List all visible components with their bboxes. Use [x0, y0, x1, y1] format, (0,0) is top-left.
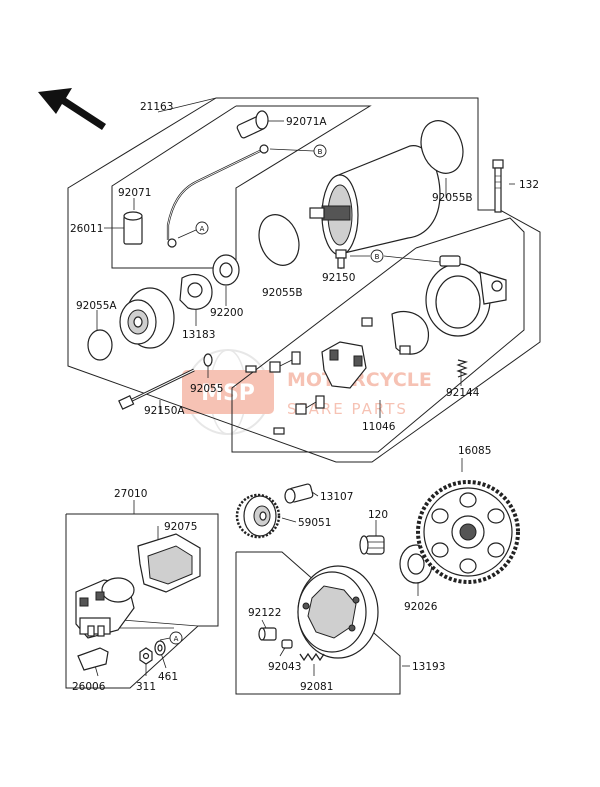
label-92055: 92055	[190, 383, 223, 395]
label-92043: 92043	[268, 661, 301, 673]
label-92081: 92081	[300, 681, 333, 693]
watermark-logo: MSP	[201, 381, 255, 406]
marker-a-label: A	[200, 225, 205, 233]
label-92055a: 92055A	[76, 300, 117, 312]
part-labels: 21163 92071A 92071 26011 92055B 132 9215…	[70, 101, 539, 693]
brush-holder-11046-part	[321, 310, 430, 389]
starter-motor-yoke-part	[309, 145, 441, 256]
starter-terminal-boot-part	[236, 110, 269, 139]
o-ring-92055b-top-part	[420, 120, 464, 174]
o-ring-92055b-mid-part	[258, 214, 300, 266]
label-13107: 13107	[320, 491, 353, 503]
label-92150: 92150	[322, 272, 355, 284]
starter-clutch-gear-16085-part	[416, 480, 520, 584]
front-direction-arrow-icon	[38, 88, 106, 130]
label-26006: 26006	[72, 681, 106, 693]
label-92144: 92144	[446, 387, 480, 399]
label-16085: 16085	[458, 445, 491, 457]
label-92150a: 92150A	[144, 405, 185, 417]
idler-gear-59051-part	[235, 493, 281, 539]
reference-marker-a-bottom: A	[169, 631, 183, 645]
label-11046: 11046	[362, 421, 396, 433]
washer-92200-part	[212, 254, 240, 286]
marker-b-label: B	[318, 148, 323, 156]
label-92122: 92122	[248, 607, 281, 619]
brush-set-part	[245, 351, 325, 435]
label-21163: 21163	[140, 101, 173, 113]
spring-92144-part	[456, 359, 469, 378]
washer-461-part	[154, 640, 166, 656]
label-13193: 13193	[412, 661, 445, 673]
label-120: 120	[368, 509, 388, 521]
pin-92043-part	[281, 639, 293, 649]
marker-b-label: B	[375, 253, 380, 261]
roller-92122-part	[258, 627, 277, 641]
reference-marker-b-top: B	[313, 144, 327, 158]
reference-marker-a-top: A	[195, 221, 209, 235]
nut-311-part	[139, 647, 153, 665]
through-bolt-132-part	[492, 159, 504, 213]
lock-plate-13183-part	[179, 273, 213, 310]
relay-connector-part	[77, 647, 109, 671]
o-ring-92055a-part	[87, 329, 113, 361]
label-13183: 13183	[182, 329, 215, 341]
label-26011: 26011	[70, 223, 103, 235]
marker-a-label: A	[174, 635, 179, 643]
label-92026: 92026	[404, 601, 438, 613]
label-92071a: 92071A	[286, 116, 327, 128]
starter-relay-part	[75, 577, 135, 639]
starter-end-cover-part	[425, 255, 507, 337]
reference-marker-b-mid: B	[370, 249, 384, 263]
label-27010: 27010	[114, 488, 147, 500]
long-bolt-92150a-part	[118, 368, 195, 410]
o-ring-92055-part	[203, 353, 213, 367]
label-132: 132	[519, 179, 539, 191]
label-461: 461	[158, 671, 178, 683]
label-92075: 92075	[164, 521, 197, 533]
relay-rubber-cover-part	[137, 533, 201, 593]
label-92071: 92071	[118, 187, 151, 199]
starter-front-cover-part	[119, 287, 175, 349]
spring-92081-part	[299, 652, 325, 662]
label-92055b-top: 92055B	[432, 192, 473, 204]
cable-nut-part	[123, 211, 143, 245]
watermark-line1: MOTORCYCLE	[287, 369, 432, 391]
one-way-clutch-13193-part	[297, 565, 379, 659]
starter-cable-part	[166, 144, 269, 248]
small-bolt-92150-part	[335, 249, 347, 269]
bearing-120-part	[359, 535, 385, 555]
idler-shaft-13107-part	[284, 483, 314, 504]
watermark: MSP MOTORCYCLE SPARE PARTS	[182, 349, 432, 435]
label-92055b-mid: 92055B	[262, 287, 303, 299]
label-59051: 59051	[298, 517, 331, 529]
clutch-group-outline	[235, 551, 401, 695]
label-311: 311	[136, 681, 156, 693]
label-92200: 92200	[210, 307, 243, 319]
